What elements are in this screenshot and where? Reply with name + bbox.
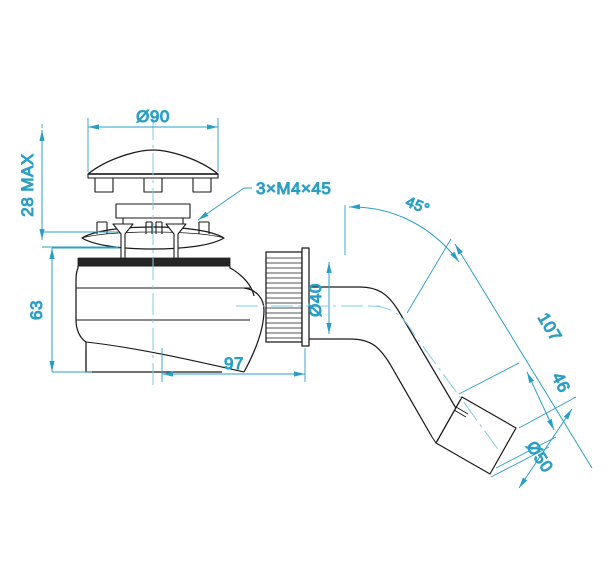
knurled-union-nut — [265, 247, 310, 347]
dimension-outlet-bore: Ø40 — [306, 262, 332, 334]
dim-label-body-length: 97 — [224, 354, 244, 373]
dimension-height-max: 28 MAX — [18, 124, 118, 248]
dimension-body-height: 63 — [27, 247, 120, 373]
dimension-body-length: 97 — [161, 348, 306, 382]
dimension-cover-diameter: Ø90 — [87, 107, 219, 172]
dimension-elbow-angle: 45° — [344, 193, 460, 263]
note-screws: 3×M4×45 — [197, 179, 331, 221]
elbow-axis-centreline — [369, 305, 501, 453]
dim-label-height-max: 28 MAX — [18, 153, 37, 216]
dim-label-elbow-angle: 45° — [403, 193, 432, 218]
dim-label-outlet-bore: Ø40 — [306, 283, 325, 317]
object-geometry — [75, 149, 517, 475]
centrelines — [152, 118, 501, 453]
dim-label-spigot-length: 46 — [548, 369, 574, 395]
dim-label-body-height: 63 — [27, 300, 46, 320]
trap-body — [75, 265, 265, 373]
note-label-screws: 3×M4×45 — [256, 179, 331, 198]
dim-label-cover-diameter: Ø90 — [136, 107, 170, 126]
dim-label-pipe-length: 107 — [534, 309, 566, 344]
seal-gasket — [77, 257, 231, 267]
end-spigot — [431, 396, 517, 475]
dim-label-spigot-diameter: Ø50 — [522, 438, 557, 477]
outlet-pipe-elbow — [309, 286, 471, 438]
